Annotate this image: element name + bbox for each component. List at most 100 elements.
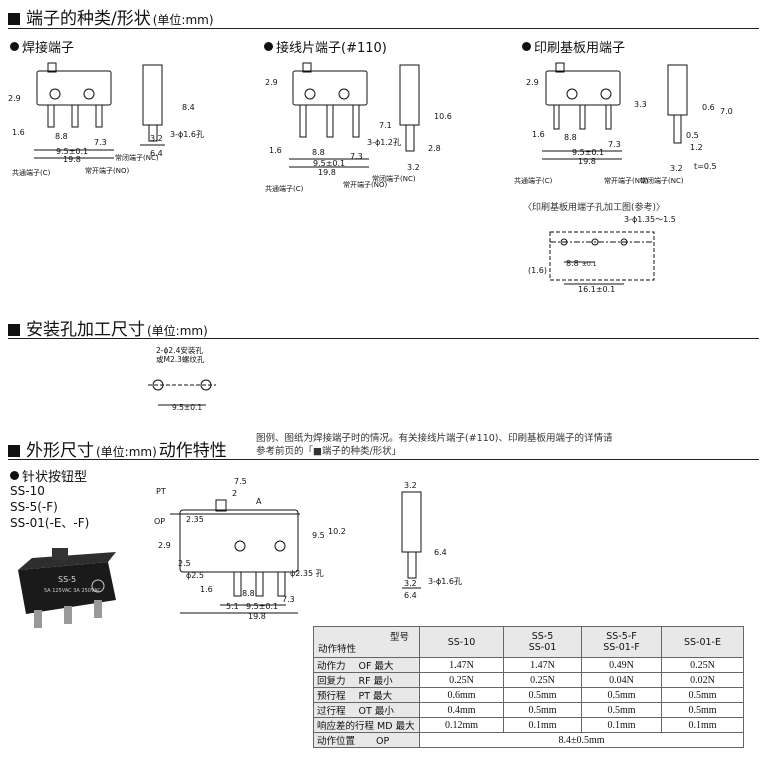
- table-row: 动作力 OF 最大 1.47N 1.47N 0.49N 0.25N: [313, 657, 744, 673]
- row-label: 动作位置 OP: [313, 732, 420, 748]
- svg-text:9.5±0.1: 9.5±0.1: [172, 403, 202, 412]
- table-column-header: SS-10: [419, 626, 504, 658]
- svg-text:常闭端子(NC): 常闭端子(NC): [372, 174, 416, 183]
- svg-text:7.3: 7.3: [350, 152, 363, 161]
- svg-text:1.6: 1.6: [12, 128, 25, 137]
- section-rule: [8, 28, 759, 29]
- table-column-header: SS-5 SS-01: [503, 626, 582, 658]
- svg-text:±0.1: ±0.1: [582, 261, 597, 268]
- pcb-hole-title: 〈印刷基板用端子孔加工图(参考)〉: [523, 203, 666, 213]
- solder-terminal-drawing: 2.9 1.6 8.8 9.5±0.1 19.8 7.3 6.4 3.2 8.4…: [8, 62, 204, 177]
- svg-text:7.0: 7.0: [720, 107, 733, 116]
- section-rule: [8, 459, 759, 460]
- product-photo: SS-5 5A 125VAC 3A 250VAC: [18, 548, 116, 628]
- svg-text:9.5±0.1: 9.5±0.1: [246, 602, 278, 611]
- svg-text:8.4: 8.4: [182, 103, 195, 112]
- svg-text:19.8: 19.8: [63, 155, 81, 164]
- svg-text:1.6: 1.6: [269, 146, 282, 155]
- model-name: SS-10: [10, 484, 45, 498]
- svg-text:2.9: 2.9: [265, 78, 278, 87]
- section-unit: (单位:mm): [96, 445, 157, 459]
- table-column-header: SS-5-F SS-01-F: [581, 626, 662, 658]
- table-corner-cell: 型号 动作特性: [313, 626, 420, 658]
- op-value: 8.4±0.5mm: [419, 732, 744, 748]
- terminal-type-title: 印刷基板用端子: [522, 37, 625, 56]
- svg-text:19.8: 19.8: [318, 168, 336, 177]
- svg-text:1.6: 1.6: [532, 130, 545, 139]
- side-view-drawing: 3.2 6.4 3.2 6.4 3-ϕ1.6孔: [401, 481, 462, 600]
- section-header-outline: 外形尺寸 (单位:mm) 动作特性: [8, 436, 227, 461]
- bullet-icon: [522, 42, 531, 51]
- bullet-icon: [10, 42, 19, 51]
- section-title: 安装孔加工尺寸: [26, 320, 145, 340]
- svg-text:2.5: 2.5: [178, 559, 191, 568]
- section-unit: (单位:mm): [152, 13, 214, 27]
- svg-text:8.8: 8.8: [312, 148, 325, 157]
- svg-text:2.9: 2.9: [158, 541, 171, 550]
- row-label: 动作力 OF 最大: [313, 657, 420, 673]
- svg-text:3-ϕ1.6孔: 3-ϕ1.6孔: [170, 130, 204, 139]
- svg-text:7.3: 7.3: [608, 140, 621, 149]
- row-label: 过行程 OT 最小: [313, 702, 420, 718]
- outline-drawing: PT OP 7.5 2 A 2.35 9.5 10.2 2.9 2.5 ϕ2.5…: [154, 478, 346, 620]
- svg-text:7.5: 7.5: [234, 478, 247, 486]
- svg-text:8.8: 8.8: [242, 589, 255, 598]
- svg-text:7.3: 7.3: [94, 138, 107, 147]
- svg-text:9.5: 9.5: [312, 531, 325, 540]
- svg-text:3.2: 3.2: [407, 163, 420, 172]
- table-row: 动作位置 OP 8.4±0.5mm: [313, 732, 744, 748]
- svg-text:A: A: [256, 497, 262, 506]
- svg-text:3.2: 3.2: [670, 164, 683, 173]
- section-title: 外形尺寸: [26, 441, 94, 461]
- svg-text:2.8: 2.8: [428, 144, 441, 153]
- svg-text:10.6: 10.6: [434, 112, 452, 121]
- svg-text:0.6: 0.6: [702, 103, 715, 112]
- svg-text:19.8: 19.8: [578, 157, 596, 166]
- operating-characteristics-table: 型号 动作特性 SS-10 SS-5 SS-01 SS-5-F SS-01-F …: [313, 626, 744, 748]
- table-column-header: SS-01-E: [661, 626, 744, 658]
- svg-text:常闭端子(NC): 常闭端子(NC): [640, 176, 684, 185]
- product-type-title: 针状按钮型: [10, 466, 87, 485]
- svg-text:(1.6): (1.6): [528, 266, 547, 275]
- svg-text:9.5±0.1: 9.5±0.1: [313, 159, 345, 168]
- svg-text:常闭端子(NC): 常闭端子(NC): [115, 153, 159, 162]
- svg-text:9.5±0.1: 9.5±0.1: [572, 148, 604, 157]
- table-header-row: 型号 动作特性 SS-10 SS-5 SS-01 SS-5-F SS-01-F …: [313, 626, 744, 658]
- svg-text:共通端子(C): 共通端子(C): [12, 168, 51, 177]
- square-bullet-icon: [8, 445, 20, 457]
- svg-text:ϕ2.5: ϕ2.5: [186, 571, 204, 580]
- svg-text:t=0.5: t=0.5: [694, 162, 717, 171]
- svg-text:3.2: 3.2: [150, 134, 163, 143]
- bullet-icon: [10, 471, 19, 480]
- model-list: SS-10 SS-5(-F) SS-01(-E、-F): [10, 483, 89, 531]
- svg-text:PT: PT: [156, 487, 166, 496]
- section-note: 图例、图纸为焊接端子时的情况。有关接线片端子(#110)、印刷基板用端子的详情请…: [256, 433, 613, 457]
- terminal-type-title: 接线片端子(#110): [264, 37, 387, 56]
- svg-text:7.3: 7.3: [282, 595, 295, 604]
- row-label: 回复力 RF 最小: [313, 672, 420, 688]
- svg-text:2.9: 2.9: [526, 78, 539, 87]
- table-row: 过行程 OT 最小 0.4mm 0.5mm 0.5mm 0.5mm: [313, 702, 744, 718]
- terminal-type-title: 焊接端子: [10, 37, 74, 56]
- section-rule: [8, 338, 759, 339]
- svg-text:常开端子(NO): 常开端子(NO): [343, 180, 387, 189]
- bullet-icon: [264, 42, 273, 51]
- table-row: 回复力 RF 最小 0.25N 0.25N 0.04N 0.02N: [313, 672, 744, 688]
- svg-text:1.2: 1.2: [690, 143, 703, 152]
- model-name: SS-5(-F): [10, 500, 58, 514]
- svg-text:或M2.3螺纹孔: 或M2.3螺纹孔: [156, 354, 205, 364]
- svg-text:常开端子(NO): 常开端子(NO): [604, 176, 648, 185]
- section-unit: (单位:mm): [147, 324, 208, 338]
- svg-text:3.2: 3.2: [404, 579, 417, 588]
- tab-terminal-drawing: 2.9 1.6 8.8 9.5±0.1 19.8 7.3 10.6 7.1 3-…: [265, 62, 452, 193]
- section-header-mounting: 安装孔加工尺寸 (单位:mm): [8, 315, 208, 340]
- svg-text:19.8: 19.8: [248, 612, 266, 620]
- svg-text:2.9: 2.9: [8, 94, 21, 103]
- svg-text:2.35: 2.35: [186, 515, 204, 524]
- svg-text:共通端子(C): 共通端子(C): [265, 184, 304, 193]
- svg-text:2: 2: [232, 489, 237, 498]
- table-row: 响应差的行程 MD 最大 0.12mm 0.1mm 0.1mm 0.1mm: [313, 717, 744, 733]
- model-name: SS-01(-E、-F): [10, 516, 90, 530]
- svg-text:3.2: 3.2: [404, 481, 417, 490]
- product-label: SS-5: [58, 575, 76, 584]
